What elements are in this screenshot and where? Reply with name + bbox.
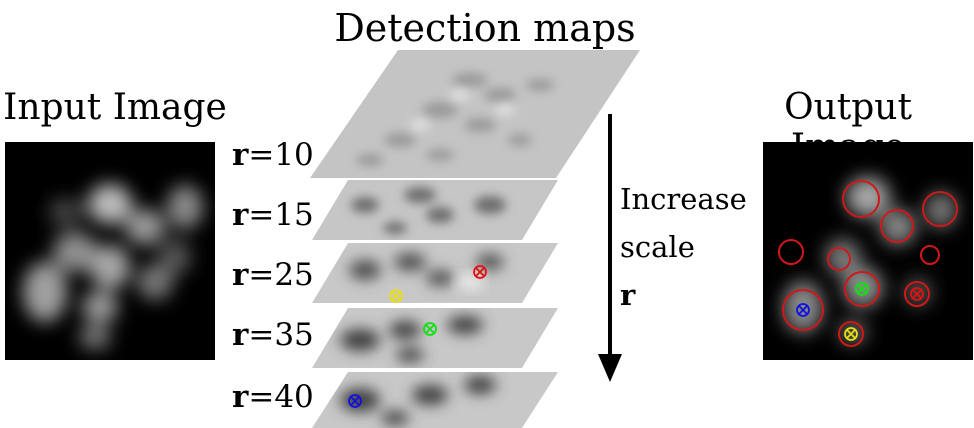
marker-yellow	[844, 327, 858, 341]
marker-green	[423, 322, 437, 336]
detection-map-r40	[312, 372, 558, 428]
detection-circle	[782, 289, 824, 331]
input-image-title: Input Image	[3, 87, 227, 128]
input-image	[5, 142, 215, 360]
detection-circle	[827, 247, 851, 271]
detection-map-r25	[312, 243, 558, 303]
detection-maps-title: Detection maps	[334, 6, 636, 50]
scale-label-r25: r=25	[232, 257, 314, 293]
scale-label-r40: r=40	[232, 379, 314, 415]
detection-map-r15	[312, 180, 558, 240]
scale-label-r35: r=35	[232, 317, 314, 353]
scale-label-r10: r=10	[232, 137, 314, 173]
detection-circle	[778, 239, 804, 265]
detection-circle	[904, 281, 930, 307]
detection-circle	[838, 321, 864, 347]
detection-circle	[844, 271, 880, 307]
marker-blue	[348, 394, 362, 408]
marker-blue	[796, 303, 810, 317]
marker-red	[473, 265, 487, 279]
marker-yellow	[389, 289, 403, 303]
marker-green	[855, 282, 869, 296]
detection-map-r10	[310, 50, 640, 178]
arrow-label-line1: Increase	[620, 182, 747, 216]
detection-circle	[842, 180, 880, 218]
increase-scale-arrow	[598, 114, 622, 382]
detection-circle	[920, 245, 940, 265]
arrow-label-line3: r	[620, 278, 636, 312]
scale-label-r15: r=15	[232, 197, 314, 233]
detection-map-r35	[312, 308, 558, 368]
marker-red	[910, 287, 924, 301]
detection-circle	[922, 191, 958, 227]
detection-circle	[880, 209, 914, 243]
arrow-label-line2: scale	[620, 230, 695, 264]
output-image	[763, 142, 973, 360]
